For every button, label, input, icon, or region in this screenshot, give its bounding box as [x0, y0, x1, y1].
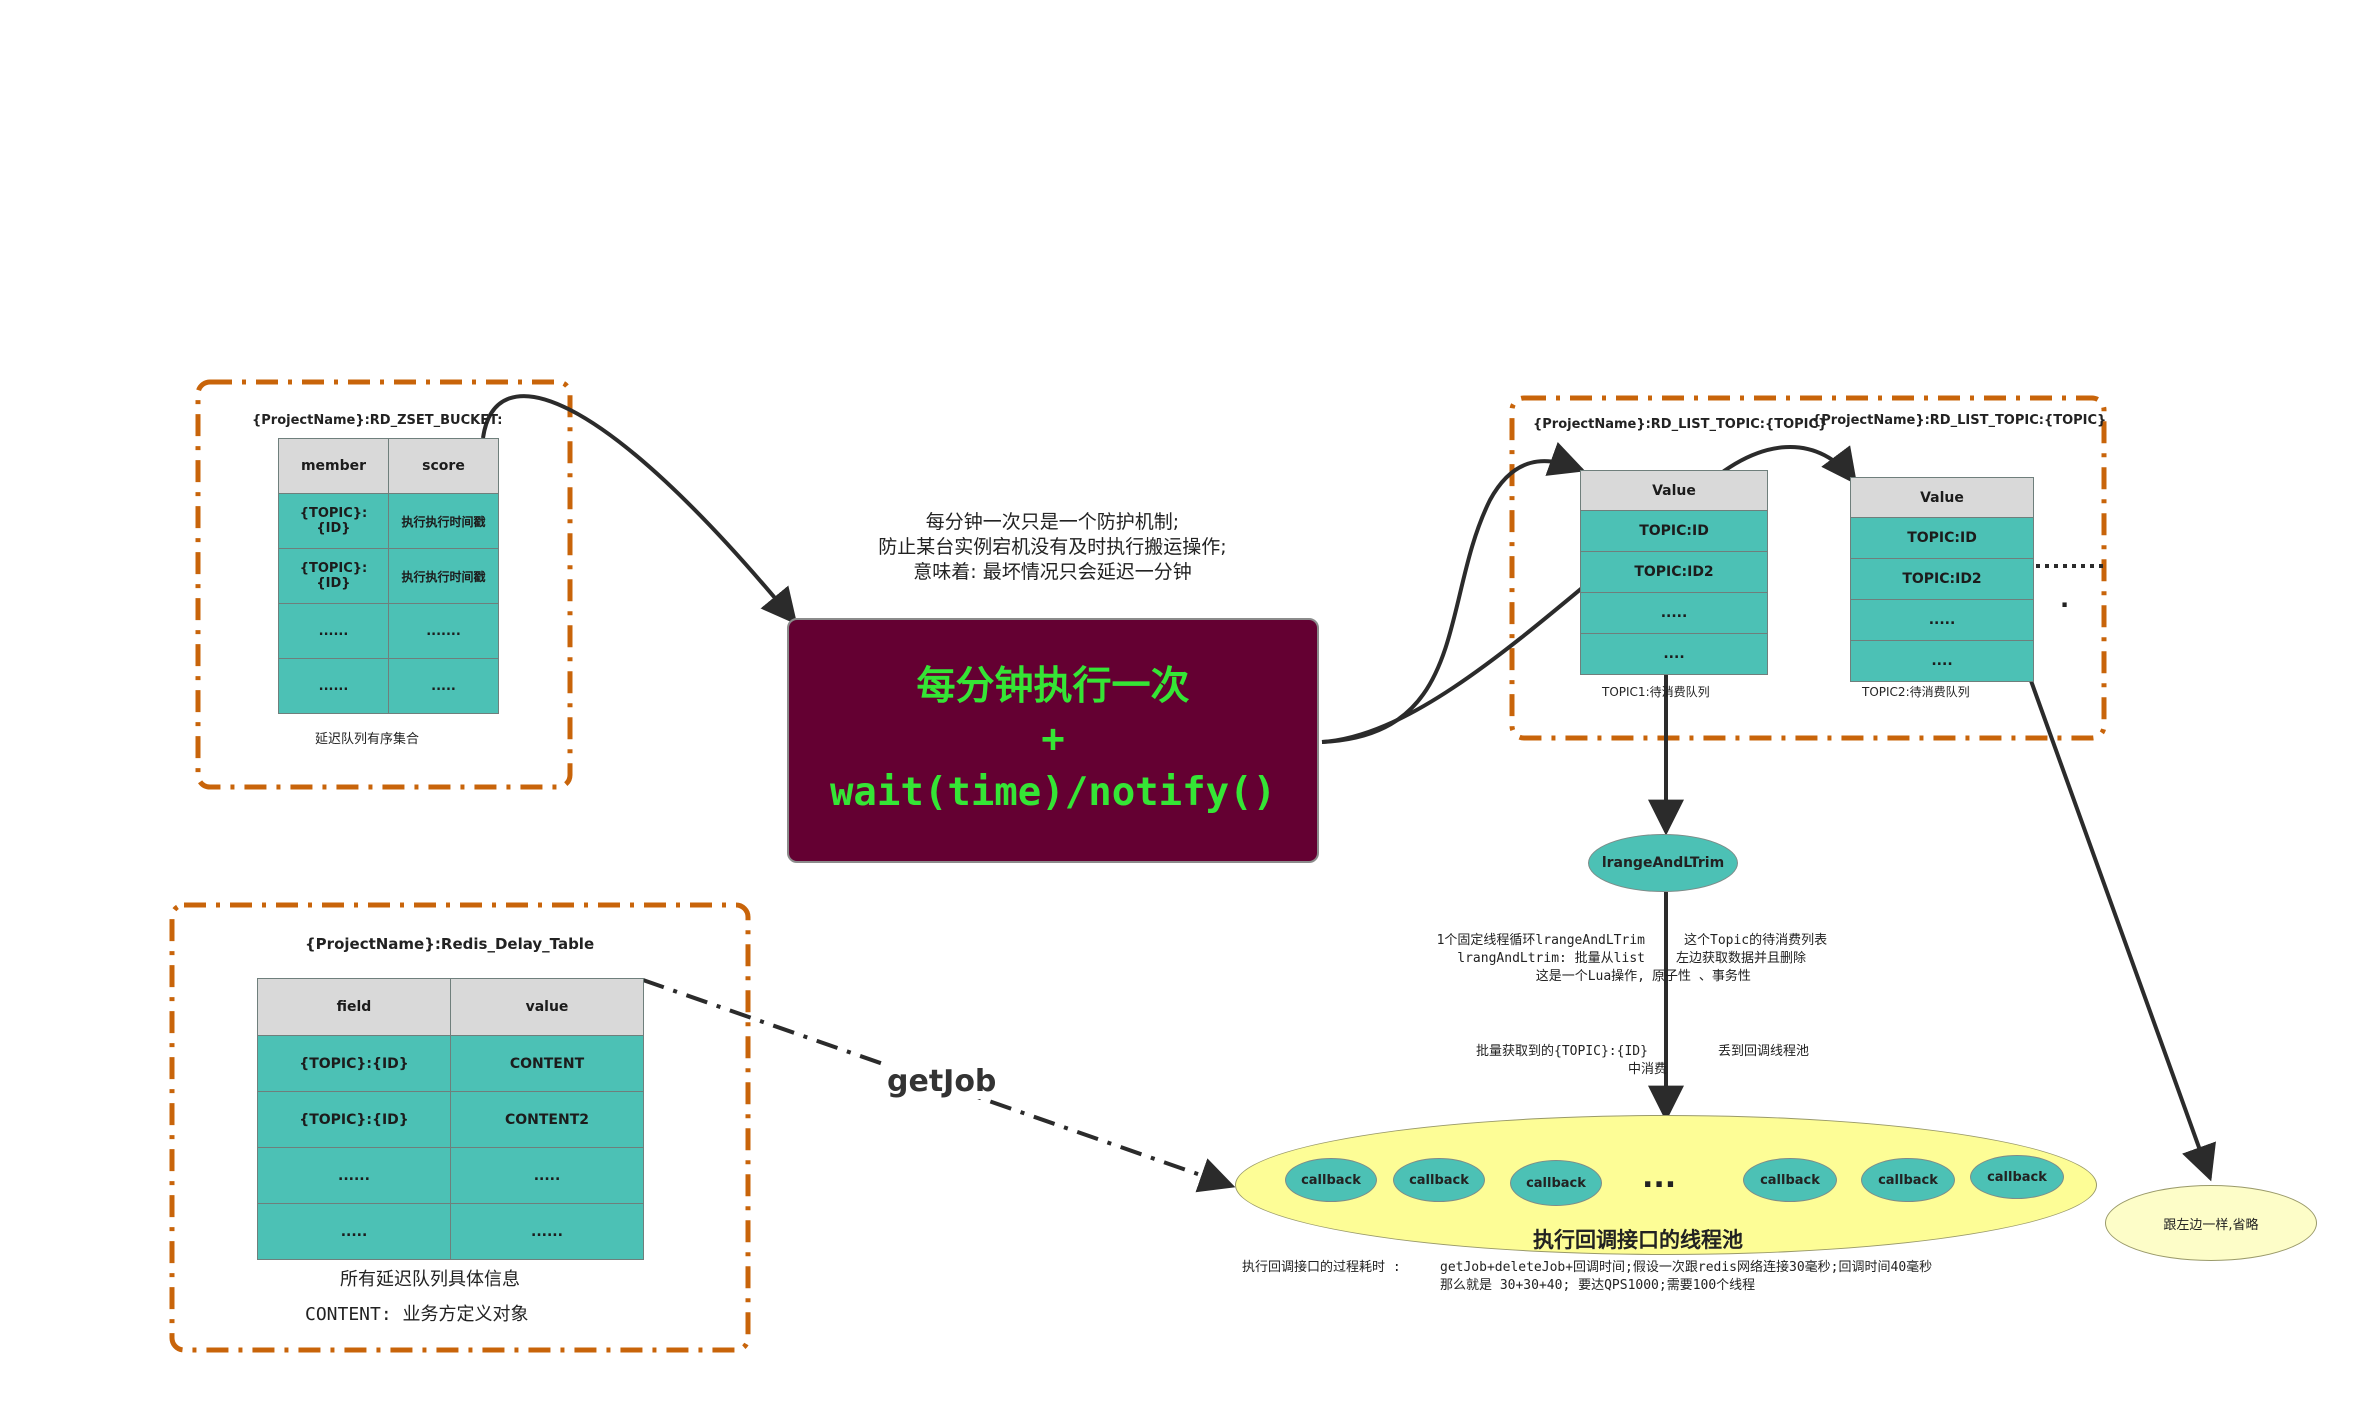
- pool-ellipsis: ...: [1642, 1160, 1677, 1195]
- scheduler-note-line: 防止某台实例宕机没有及时执行搬运操作;: [878, 536, 1227, 558]
- zset-cell: .......: [388, 603, 499, 659]
- topic2-list-cell: ....: [1850, 640, 2034, 682]
- topic2-list-table: Value TOPIC:ID TOPIC:ID2 ..... ....: [1850, 477, 2034, 682]
- callback-node: callback: [1743, 1158, 1837, 1202]
- lrange-desc-left-line: 这是一个Lua操作,: [1535, 969, 1645, 984]
- delay-table-cell: {TOPIC}:{ID}: [257, 1035, 451, 1092]
- topic1-list-caption: TOPIC1:待消费队列: [1602, 685, 1710, 699]
- zset-header-member: member: [278, 438, 389, 494]
- callback-node: callback: [1285, 1158, 1377, 1202]
- callback-node: callback: [1970, 1155, 2064, 1199]
- lrange-node: lrangeAndLTrim: [1588, 834, 1738, 892]
- pool-cost-line-1: getJob+deleteJob+回调时间;假设一次跟redis网络连接30毫秒…: [1440, 1260, 1933, 1275]
- lrange-desc-right-line: 原子性 、事务性: [1652, 969, 1751, 984]
- scheduler-box: 每分钟执行一次 + wait(time)/notify(): [787, 618, 1319, 863]
- lrange-desc-left-line: lrangAndLtrim: 批量从list: [1457, 951, 1645, 966]
- zset-cell: .....: [388, 658, 499, 714]
- delay-table-cell: .....: [450, 1147, 644, 1204]
- scheduler-to-list1-arrow: [1321, 442, 1586, 744]
- side-note: 跟左边一样,省略: [2105, 1185, 2317, 1261]
- topic1-list-cell: TOPIC:ID: [1580, 510, 1768, 552]
- topic1-list-header: Value: [1580, 470, 1768, 511]
- zset-table: member score {TOPIC}:{ID} 执行执行时间戳 {TOPIC…: [278, 438, 499, 714]
- scheduler-note: 每分钟一次只是一个防护机制; 防止某台实例宕机没有及时执行搬运操作; 意味着: …: [790, 510, 1315, 585]
- zset-cell: {TOPIC}:{ID}: [278, 548, 389, 604]
- list-group-title-1: {ProjectName}:RD_LIST_TOPIC:{TOPIC}: [1533, 417, 1828, 432]
- list-group-title-2: {ProjectName}:RD_LIST_TOPIC:{TOPIC}: [1812, 413, 2107, 428]
- zset-caption: 延迟队列有序集合: [315, 732, 420, 747]
- delay-table-cell: CONTENT2: [450, 1091, 644, 1148]
- lrange-desc-left-line: 1个固定线程循环lrangeAndLTrim: [1436, 933, 1645, 948]
- zset-header-score: score: [388, 438, 499, 494]
- list2-to-side-note-arrow: [2028, 677, 2216, 1182]
- delay-table-header-value: value: [450, 978, 644, 1036]
- topic2-list-cell: TOPIC:ID2: [1850, 558, 2034, 600]
- lrange-desc-right: 这个Topic的待消费列表 左边获取数据并且删除 原子性 、事务性: [1648, 932, 1893, 986]
- topic1-list-cell: ....: [1580, 633, 1768, 675]
- delay-table: field value {TOPIC}:{ID} CONTENT {TOPIC}…: [257, 978, 644, 1260]
- lrange-fetch-right: 丢到回调线程池: [1718, 1044, 1810, 1059]
- topic2-list-cell: TOPIC:ID: [1850, 517, 2034, 559]
- callback-node: callback: [1861, 1158, 1955, 1202]
- delay-table-title: {ProjectName}:Redis_Delay_Table: [305, 935, 595, 953]
- delay-table-cell: {TOPIC}:{ID}: [257, 1091, 451, 1148]
- zset-cell: ......: [278, 603, 389, 659]
- scheduler-note-line: 每分钟一次只是一个防护机制;: [925, 511, 1180, 533]
- topic1-list-cell: TOPIC:ID2: [1580, 551, 1768, 593]
- pool-cost-label: 执行回调接口的过程耗时 :: [1242, 1260, 1401, 1275]
- zset-cell: 执行执行时间戳: [388, 493, 499, 549]
- lrange-desc-right-line: 左边获取数据并且删除: [1676, 951, 1807, 966]
- delay-table-caption-1: 所有延迟队列具体信息: [340, 1269, 520, 1290]
- scheduler-note-line: 意味着: 最坏情况只会延迟一分钟: [913, 561, 1192, 583]
- lrange-desc-left: 1个固定线程循环lrangeAndLTrim lrangAndLtrim: 批量…: [1340, 932, 1645, 986]
- callback-node: callback: [1393, 1158, 1485, 1202]
- delay-table-cell: .....: [257, 1203, 451, 1260]
- zset-cell: 执行执行时间戳: [388, 548, 499, 604]
- topic1-list-cell: .....: [1580, 592, 1768, 634]
- lrange-fetch-left: 批量获取到的{TOPIC}:{ID}: [1476, 1044, 1648, 1059]
- zset-cell: {TOPIC}:{ID}: [278, 493, 389, 549]
- delay-table-cell: ......: [257, 1147, 451, 1204]
- lrange-fetch-left-2: 中消费: [1628, 1062, 1668, 1077]
- delay-table-cell: CONTENT: [450, 1035, 644, 1092]
- list-more-dot: .: [2060, 585, 2070, 613]
- pool-cost-line-2: 那么就是 30+30+40; 要达QPS1000;需要100个线程: [1440, 1278, 1756, 1293]
- zset-title: {ProjectName}:RD_ZSET_BUCKET:: [252, 413, 503, 428]
- zset-cell: ......: [278, 658, 389, 714]
- zset-to-scheduler-arrow: [481, 394, 798, 625]
- callback-node: callback: [1510, 1160, 1602, 1206]
- getjob-label: getJob: [885, 1064, 999, 1099]
- delay-table-header-field: field: [257, 978, 451, 1036]
- scheduler-box-line-3: wait(time)/notify(): [829, 770, 1277, 815]
- list-more-dots: ......: [2036, 548, 2068, 564]
- topic2-list-cell: .....: [1850, 599, 2034, 641]
- scheduler-box-line-1: 每分钟执行一次: [916, 664, 1190, 709]
- scheduler-box-line-2: +: [1041, 717, 1065, 762]
- topic2-list-caption: TOPIC2:待消费队列: [1862, 685, 1970, 699]
- topic1-list-table: Value TOPIC:ID TOPIC:ID2 ..... ....: [1580, 470, 1768, 675]
- thread-pool-title: 执行回调接口的线程池: [1533, 1228, 1743, 1252]
- delay-table-cell: ......: [450, 1203, 644, 1260]
- delay-table-caption-2: CONTENT: 业务方定义对象: [305, 1304, 529, 1325]
- lrange-desc-right-line: 这个Topic的待消费列表: [1684, 933, 1828, 948]
- topic2-list-header: Value: [1850, 477, 2034, 518]
